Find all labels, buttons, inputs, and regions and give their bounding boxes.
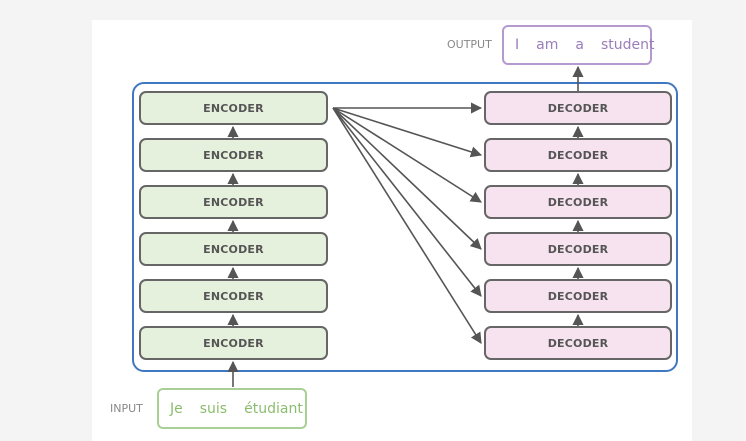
encoder-to-decoder-arrow (332, 107, 482, 297)
output-token: student (600, 37, 655, 53)
encoder-block: ENCODER (139, 138, 328, 172)
decoder-block: DECODER (484, 91, 672, 125)
input-token: Je (170, 400, 183, 417)
decoder-block: DECODER (484, 185, 672, 219)
decoder-block: DECODER (484, 279, 672, 313)
output-sequence-box: I am a student (502, 25, 655, 65)
encoder-block: ENCODER (139, 91, 328, 125)
output-token: a (575, 37, 584, 53)
input-token: suis (199, 400, 228, 417)
output-label: OUTPUT (447, 38, 492, 51)
encoder-to-decoder-arrow (332, 107, 482, 203)
encoder-decoder-stack-frame (132, 82, 678, 372)
output-token: I (515, 37, 520, 53)
output-token: am (536, 37, 559, 53)
encoder-to-decoder-arrow (332, 107, 482, 250)
input-sequence-box: Je suis étudiant (157, 388, 307, 429)
decoder-block: DECODER (484, 232, 672, 266)
encoder-block: ENCODER (139, 185, 328, 219)
input-token: étudiant (244, 400, 303, 417)
encoder-to-decoder-arrow (332, 107, 483, 158)
encoder-to-decoder-arrow (332, 107, 482, 344)
input-label: INPUT (110, 402, 143, 415)
encoder-block: ENCODER (139, 326, 328, 360)
decoder-block: DECODER (484, 138, 672, 172)
encoder-block: ENCODER (139, 232, 328, 266)
encoder-block: ENCODER (139, 279, 328, 313)
decoder-block: DECODER (484, 326, 672, 360)
